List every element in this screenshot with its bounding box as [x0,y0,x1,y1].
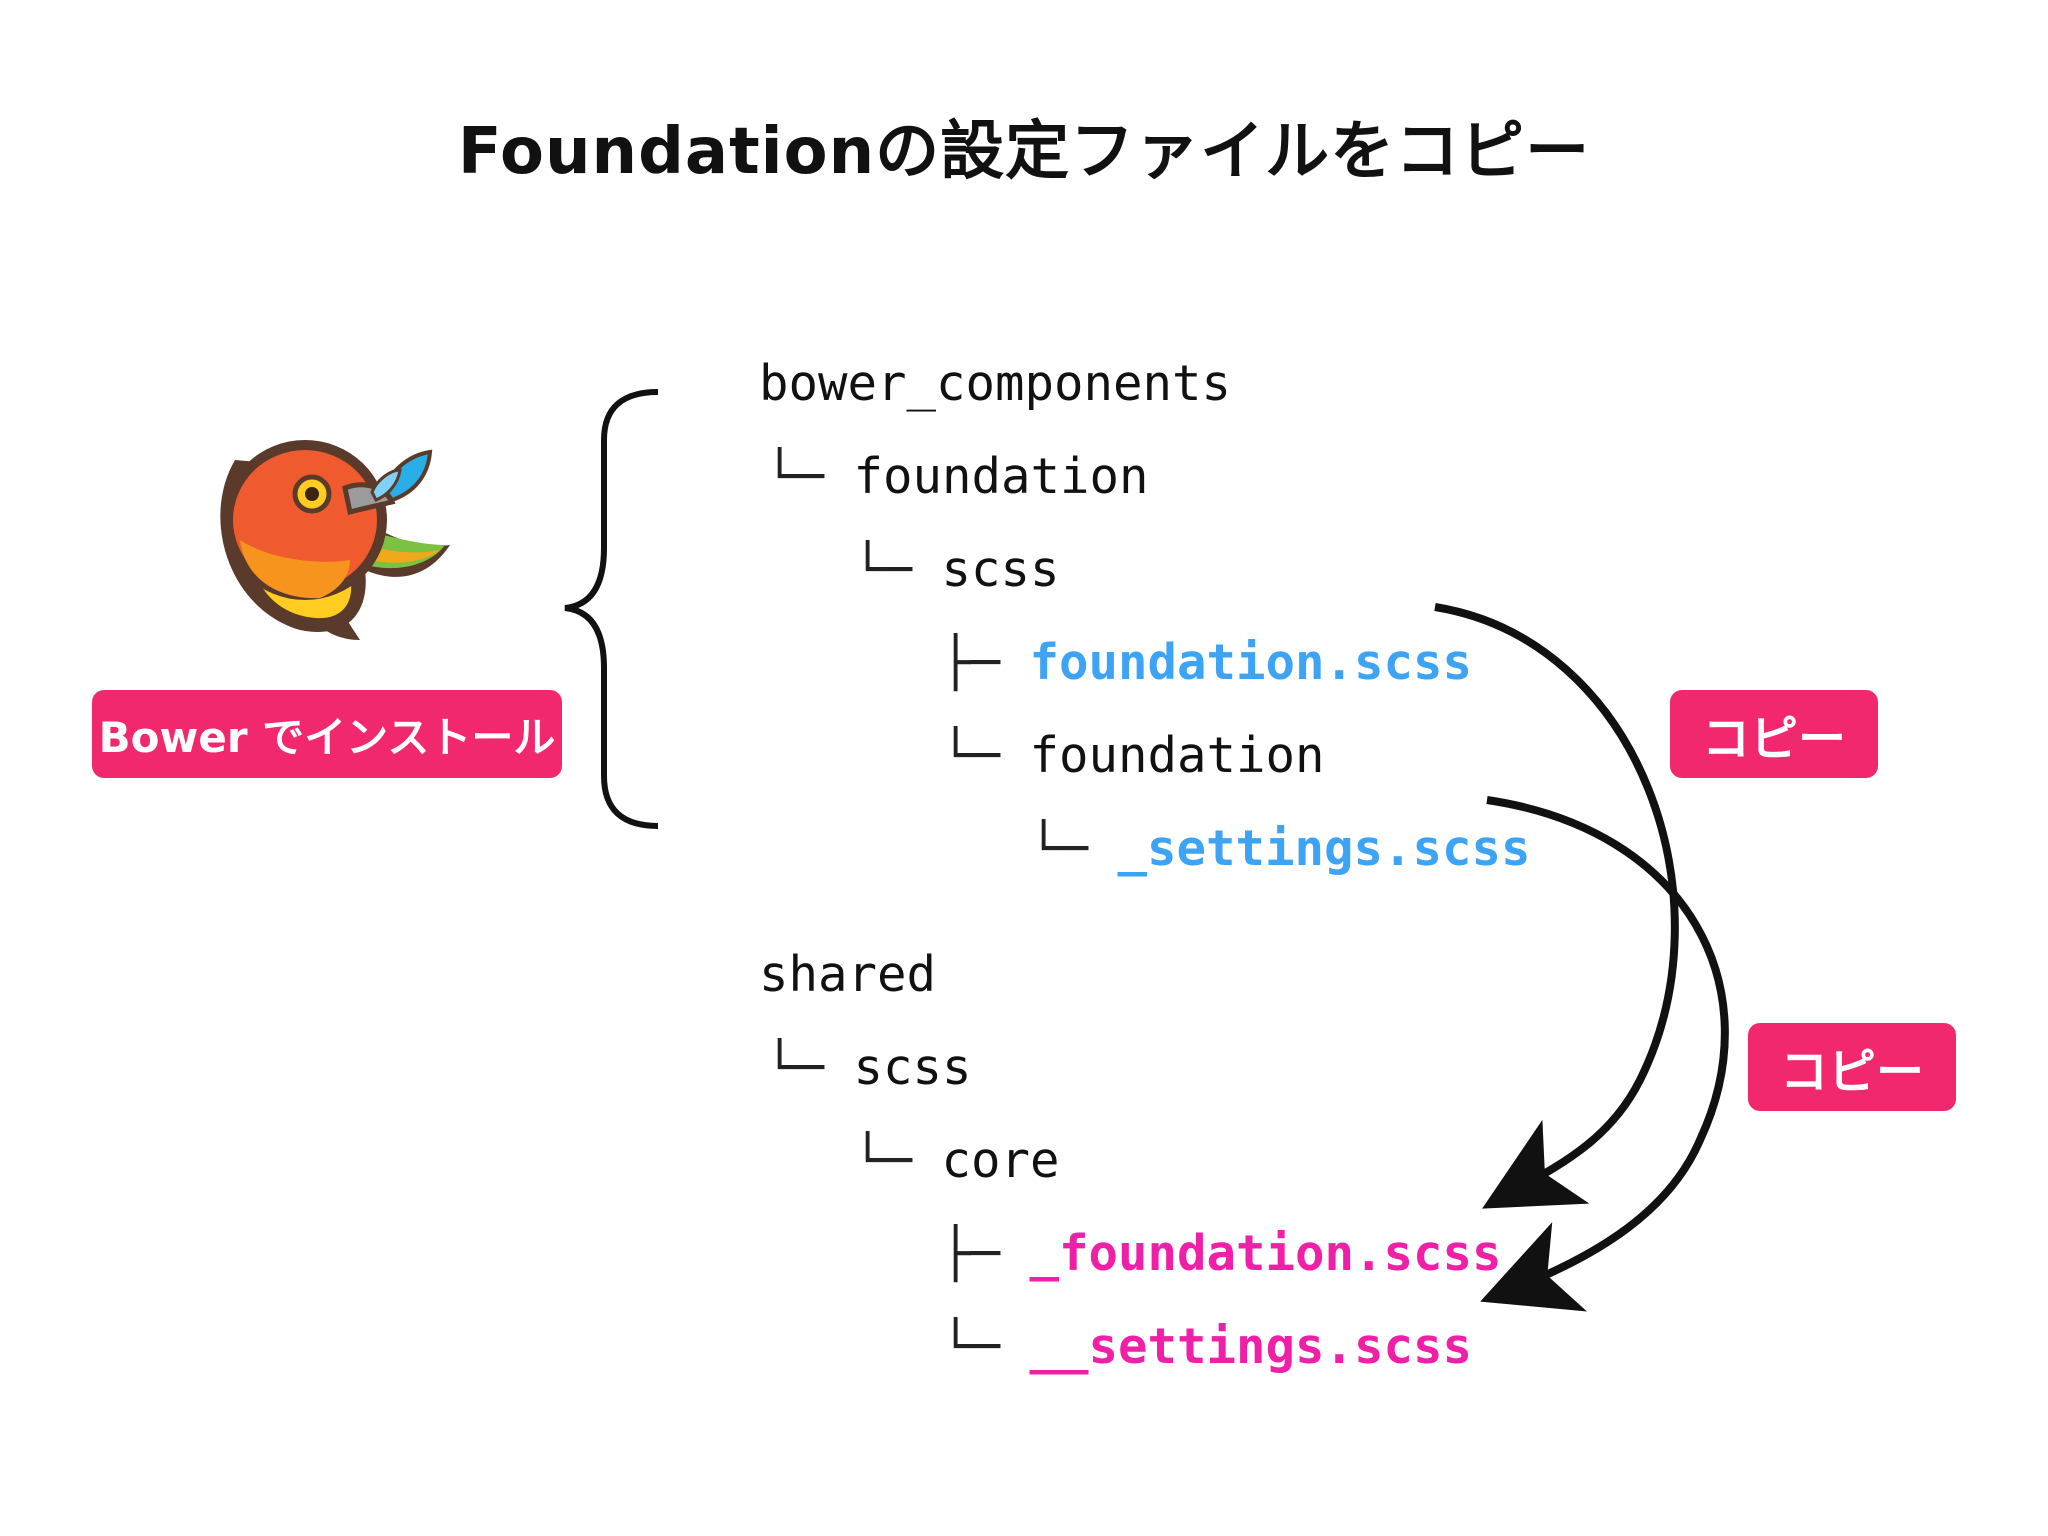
tree-row: └─ foundation [706,403,1149,501]
copy-badge: コピー [1670,690,1878,778]
folder-name: scss [941,541,1060,598]
tree-branch-icon: ├─ [941,634,1001,691]
tree-row: ├─ _foundation.scss [882,1180,1502,1278]
source-file-name: _settings.scss [1117,820,1531,877]
tree-branch-icon: ├─ [941,1225,1001,1282]
folder-name: bower_components [759,355,1232,412]
brace-icon [564,389,659,829]
tree-branch-icon: └─ [941,727,1001,784]
folder-name: shared [759,946,937,1003]
bower-install-badge: Bower でインストール [92,690,562,778]
source-file-name: foundation.scss [1029,634,1473,691]
tree-branch-icon: └─ [765,1039,825,1096]
destination-file-name: _foundation.scss [1029,1225,1502,1282]
destination-file-name: __settings.scss [1029,1318,1473,1375]
tree-branch-icon: └─ [1029,820,1089,877]
tree-branch-icon: └─ [765,448,825,505]
folder-name: core [941,1132,1060,1189]
tree-branch-icon: └─ [853,1132,913,1189]
tree-row: └─ scss [706,994,972,1092]
tree-row: ├─ foundation.scss [882,589,1472,687]
copy-arrow-settings [1480,796,1729,1312]
tree-row: └─ _settings.scss [970,775,1531,873]
tree-row: └─ __settings.scss [882,1273,1472,1371]
folder-name: foundation [1029,727,1325,784]
tree-branch-icon: └─ [853,541,913,598]
tree-row: shared [700,901,936,999]
copy-arrow-foundation [1434,603,1679,1209]
tree-row: └─ foundation [882,682,1325,780]
tree-branch-icon: └─ [941,1318,1001,1375]
folder-name: foundation [853,448,1149,505]
copy-badge: コピー [1748,1023,1956,1111]
tree-row: └─ scss [794,496,1060,594]
folder-name: scss [853,1039,972,1096]
bower-bird-icon [220,440,450,640]
tree-row: └─ core [794,1087,1060,1185]
page-title: Foundationの設定ファイルをコピー [457,115,1591,189]
tree-row: bower_components [700,310,1231,408]
